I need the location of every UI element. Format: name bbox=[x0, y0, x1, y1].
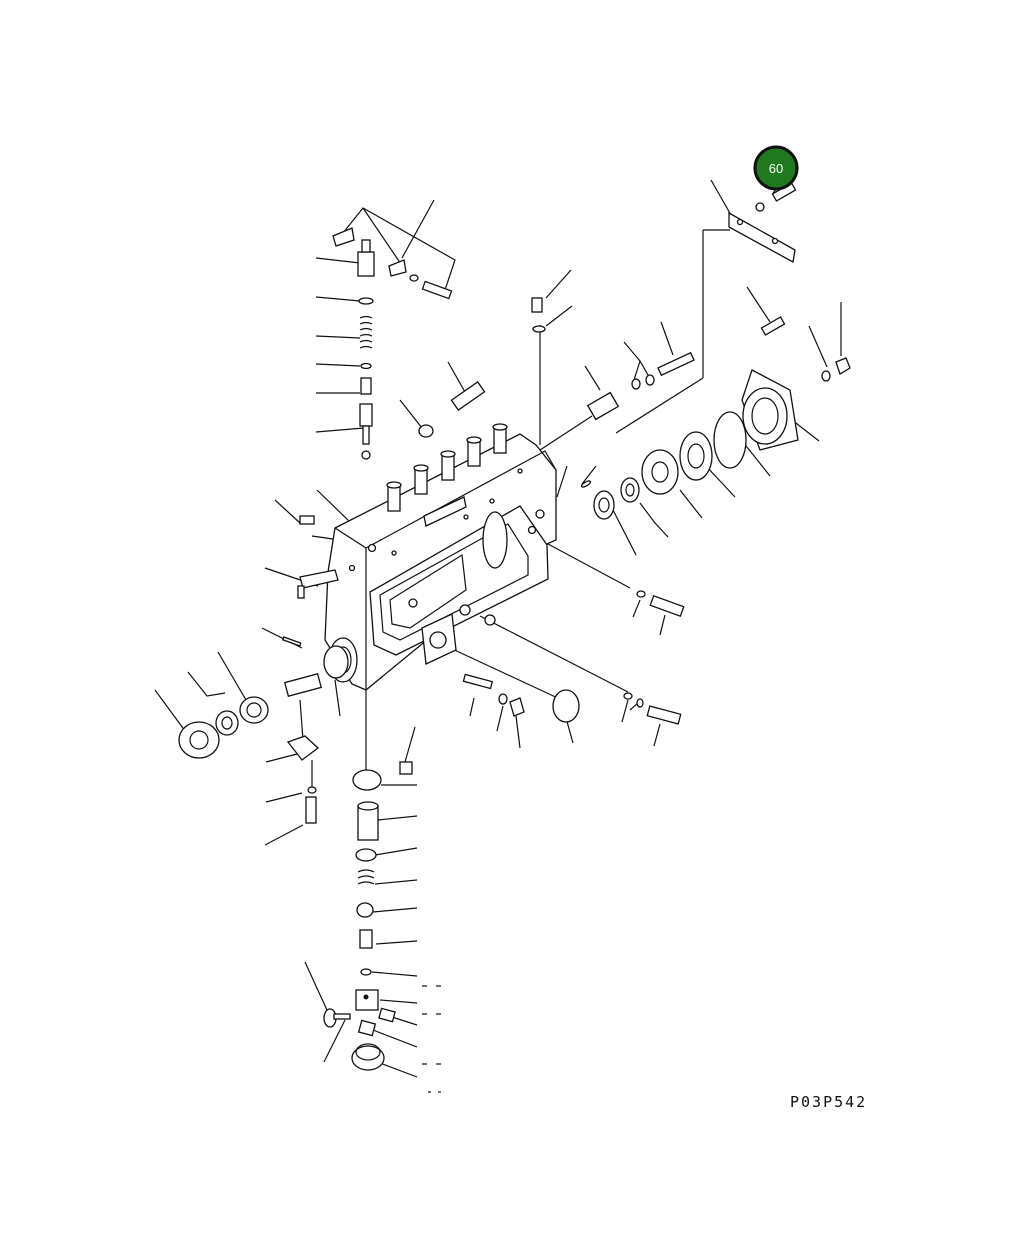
leader-lines bbox=[154, 179, 842, 1078]
callout-60-badge[interactable]: 60 bbox=[753, 145, 799, 191]
left-parts bbox=[178, 227, 486, 824]
delivery-valve-holders bbox=[386, 423, 508, 512]
unlabeled-tick-marks bbox=[422, 985, 441, 1093]
callout-60-circle bbox=[753, 145, 799, 191]
callout-60-label: 60 bbox=[769, 161, 783, 176]
pump-housing bbox=[324, 423, 557, 691]
right-parts bbox=[462, 182, 851, 725]
lower-column-parts bbox=[323, 761, 413, 1071]
drawing-code-label: P03P542 bbox=[790, 1093, 868, 1111]
